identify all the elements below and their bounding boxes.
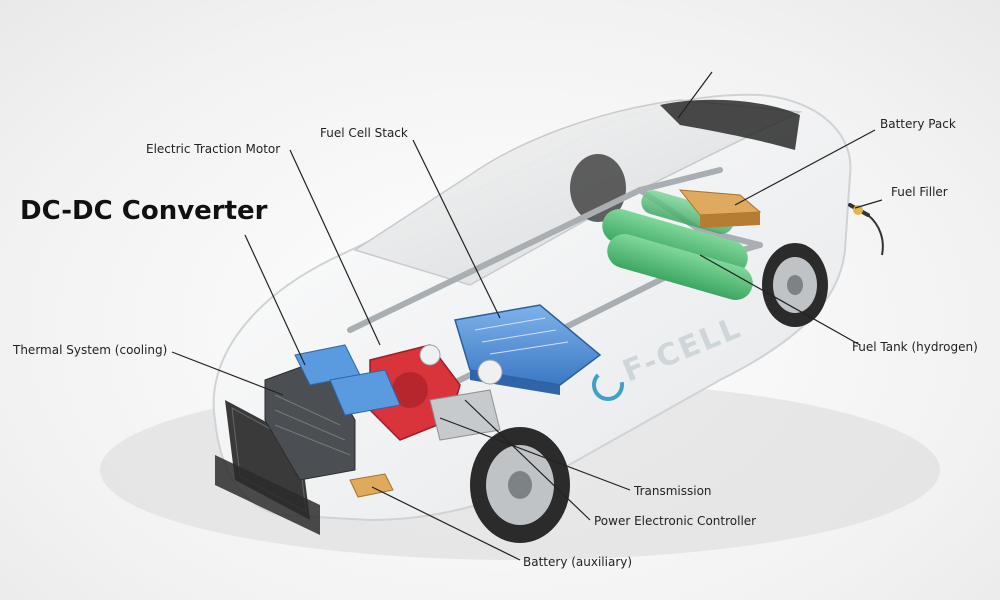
- leader-line-battery-auxiliary: [371, 486, 521, 561]
- label-battery-pack: Battery Pack: [880, 117, 956, 131]
- fuel-filler-nozzle: [848, 203, 884, 256]
- rear-wheel: [762, 243, 828, 327]
- dc-dc-converter-component: [294, 344, 401, 416]
- front-wheel: [470, 427, 570, 543]
- label-fuel-cell-stack: Fuel Cell Stack: [320, 126, 408, 140]
- leader-line-fuel-cell-stack: [412, 139, 501, 319]
- diagram-title: DC-DC Converter: [20, 196, 268, 226]
- radiator-component: [264, 359, 356, 481]
- label-transmission: Transmission: [634, 484, 712, 498]
- leader-line-fuel-tank: [699, 254, 861, 346]
- battery-pack-component: [678, 189, 762, 228]
- label-electric-traction-motor: Electric Traction Motor: [146, 142, 281, 156]
- leader-line-roof: [677, 71, 713, 119]
- leader-lines: [171, 71, 883, 561]
- leader-line-thermal-system: [171, 351, 284, 396]
- label-power-electronic-controller: Power Electronic Controller: [594, 514, 757, 528]
- label-thermal-system: Thermal System (cooling): [13, 343, 168, 357]
- rear-window: [660, 99, 800, 150]
- leader-line-traction-motor: [289, 149, 381, 346]
- label-fuel-tank: Fuel Tank (hydrogen): [852, 340, 978, 354]
- auxiliary-battery-component: [349, 473, 394, 498]
- label-fuel-filler: Fuel Filler: [891, 185, 948, 199]
- leader-line-transmission: [439, 417, 631, 491]
- transmission-component: [419, 344, 503, 441]
- leader-line-power-electronic-controller: [464, 399, 591, 521]
- leader-line-battery-pack: [734, 129, 876, 206]
- leader-line-fuel-filler: [854, 199, 883, 209]
- label-battery-auxiliary: Battery (auxiliary): [523, 555, 633, 569]
- leader-line-dc-dc-converter: [244, 234, 306, 366]
